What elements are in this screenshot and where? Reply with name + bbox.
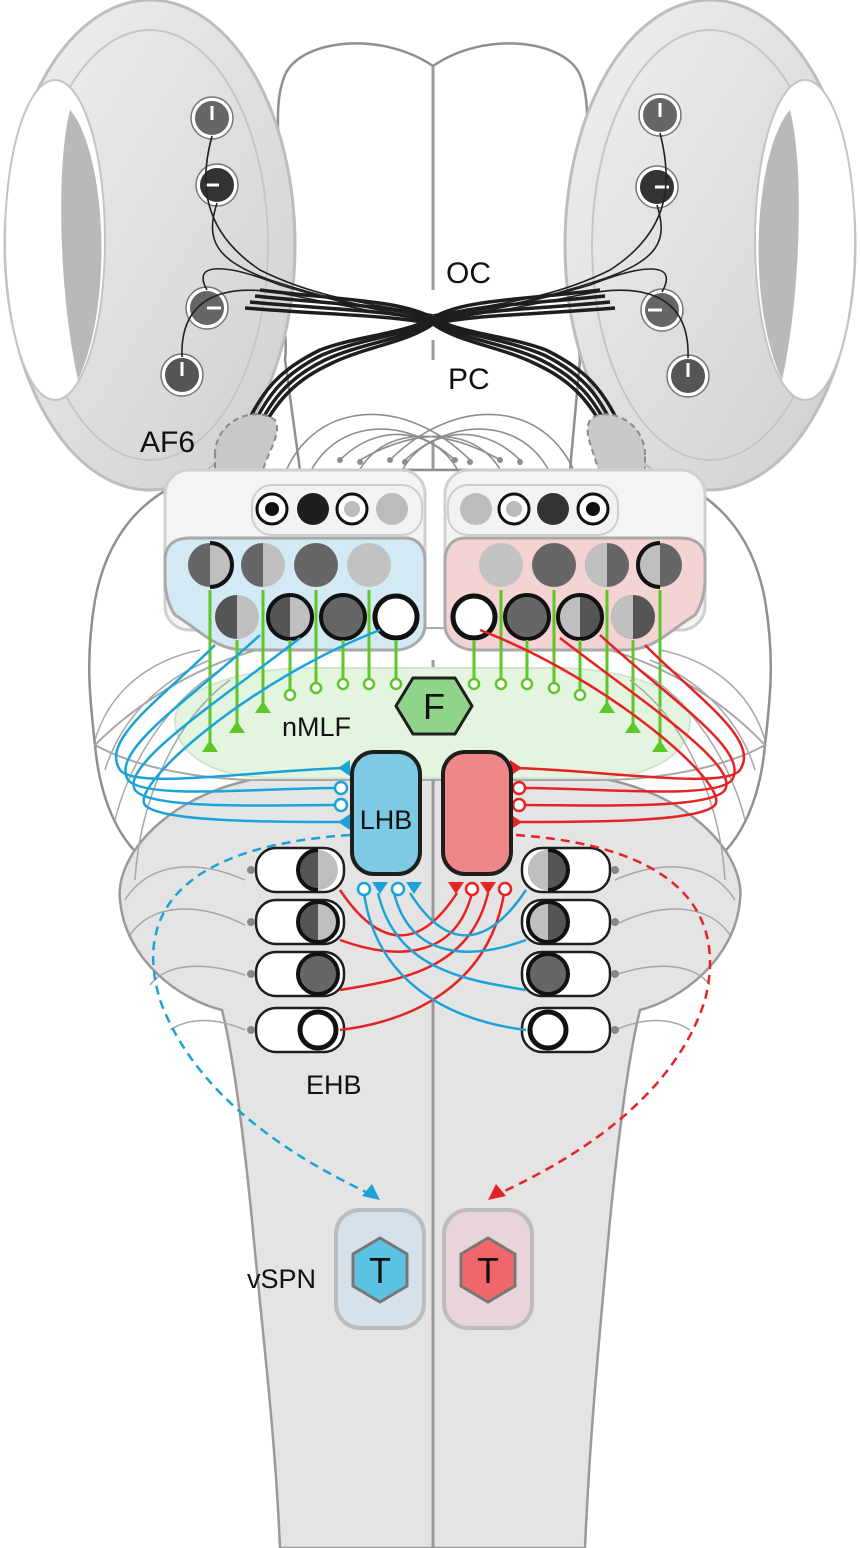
lhb-right-nucleus: [441, 750, 513, 876]
red-dashed-projection: [495, 833, 712, 1197]
right-upper-row-cells: [479, 541, 682, 589]
f-hexagon-label: F: [423, 686, 445, 727]
f-hexagon: F: [394, 676, 474, 736]
lhb-left-nucleus: [350, 750, 422, 876]
right-top-row-cells: [460, 492, 610, 526]
left-top-row-cells: [255, 492, 408, 526]
label-oc: OC: [446, 257, 491, 290]
label-pc: PC: [448, 363, 490, 396]
green-axons: [208, 590, 662, 745]
label-nmlf: nMLF: [282, 712, 351, 742]
label-ehb: EHB: [306, 1070, 362, 1100]
t-hexagon-right-label: T: [477, 1250, 499, 1291]
t-hexagon-left: T: [351, 1236, 409, 1304]
ehb-gray-terminals: [247, 866, 619, 1034]
optic-tract-bundles: [238, 288, 628, 443]
right-gray-inner-box: [447, 484, 619, 536]
t-hexagon-right: T: [459, 1236, 517, 1304]
retinal-ganglion-cells-left: [160, 96, 239, 397]
blue-axons: [114, 628, 381, 824]
ehb-blue-projections: [362, 889, 528, 1032]
label-af6: AF6: [140, 426, 195, 459]
right-eye: [563, 0, 857, 492]
lhb-bottom-terminals: [356, 881, 513, 897]
label-lhb: LHB: [360, 805, 413, 835]
green-terminals: [202, 701, 668, 752]
left-upper-row-cells: [188, 541, 391, 589]
ehb-left-cells: [254, 846, 346, 1054]
hindbrain-outline: [118, 756, 742, 1548]
left-lower-row-cells: [215, 593, 420, 641]
blue-dashed-projection: [151, 833, 373, 1197]
t-hexagon-left-label: T: [369, 1250, 391, 1291]
label-vspn: vSPN: [247, 1264, 316, 1294]
green-open-terminals: [283, 677, 587, 702]
lateral-gray-fibers: [94, 649, 766, 1031]
red-axons: [479, 628, 746, 824]
commissure-dots: [337, 457, 523, 465]
blue-dashed-arrowhead: [362, 1184, 380, 1200]
ehb-right-cells: [520, 846, 612, 1054]
right-lower-row-cells: [450, 593, 655, 641]
red-dashed-arrowhead: [488, 1184, 506, 1200]
blue-terminals: [333, 760, 350, 830]
